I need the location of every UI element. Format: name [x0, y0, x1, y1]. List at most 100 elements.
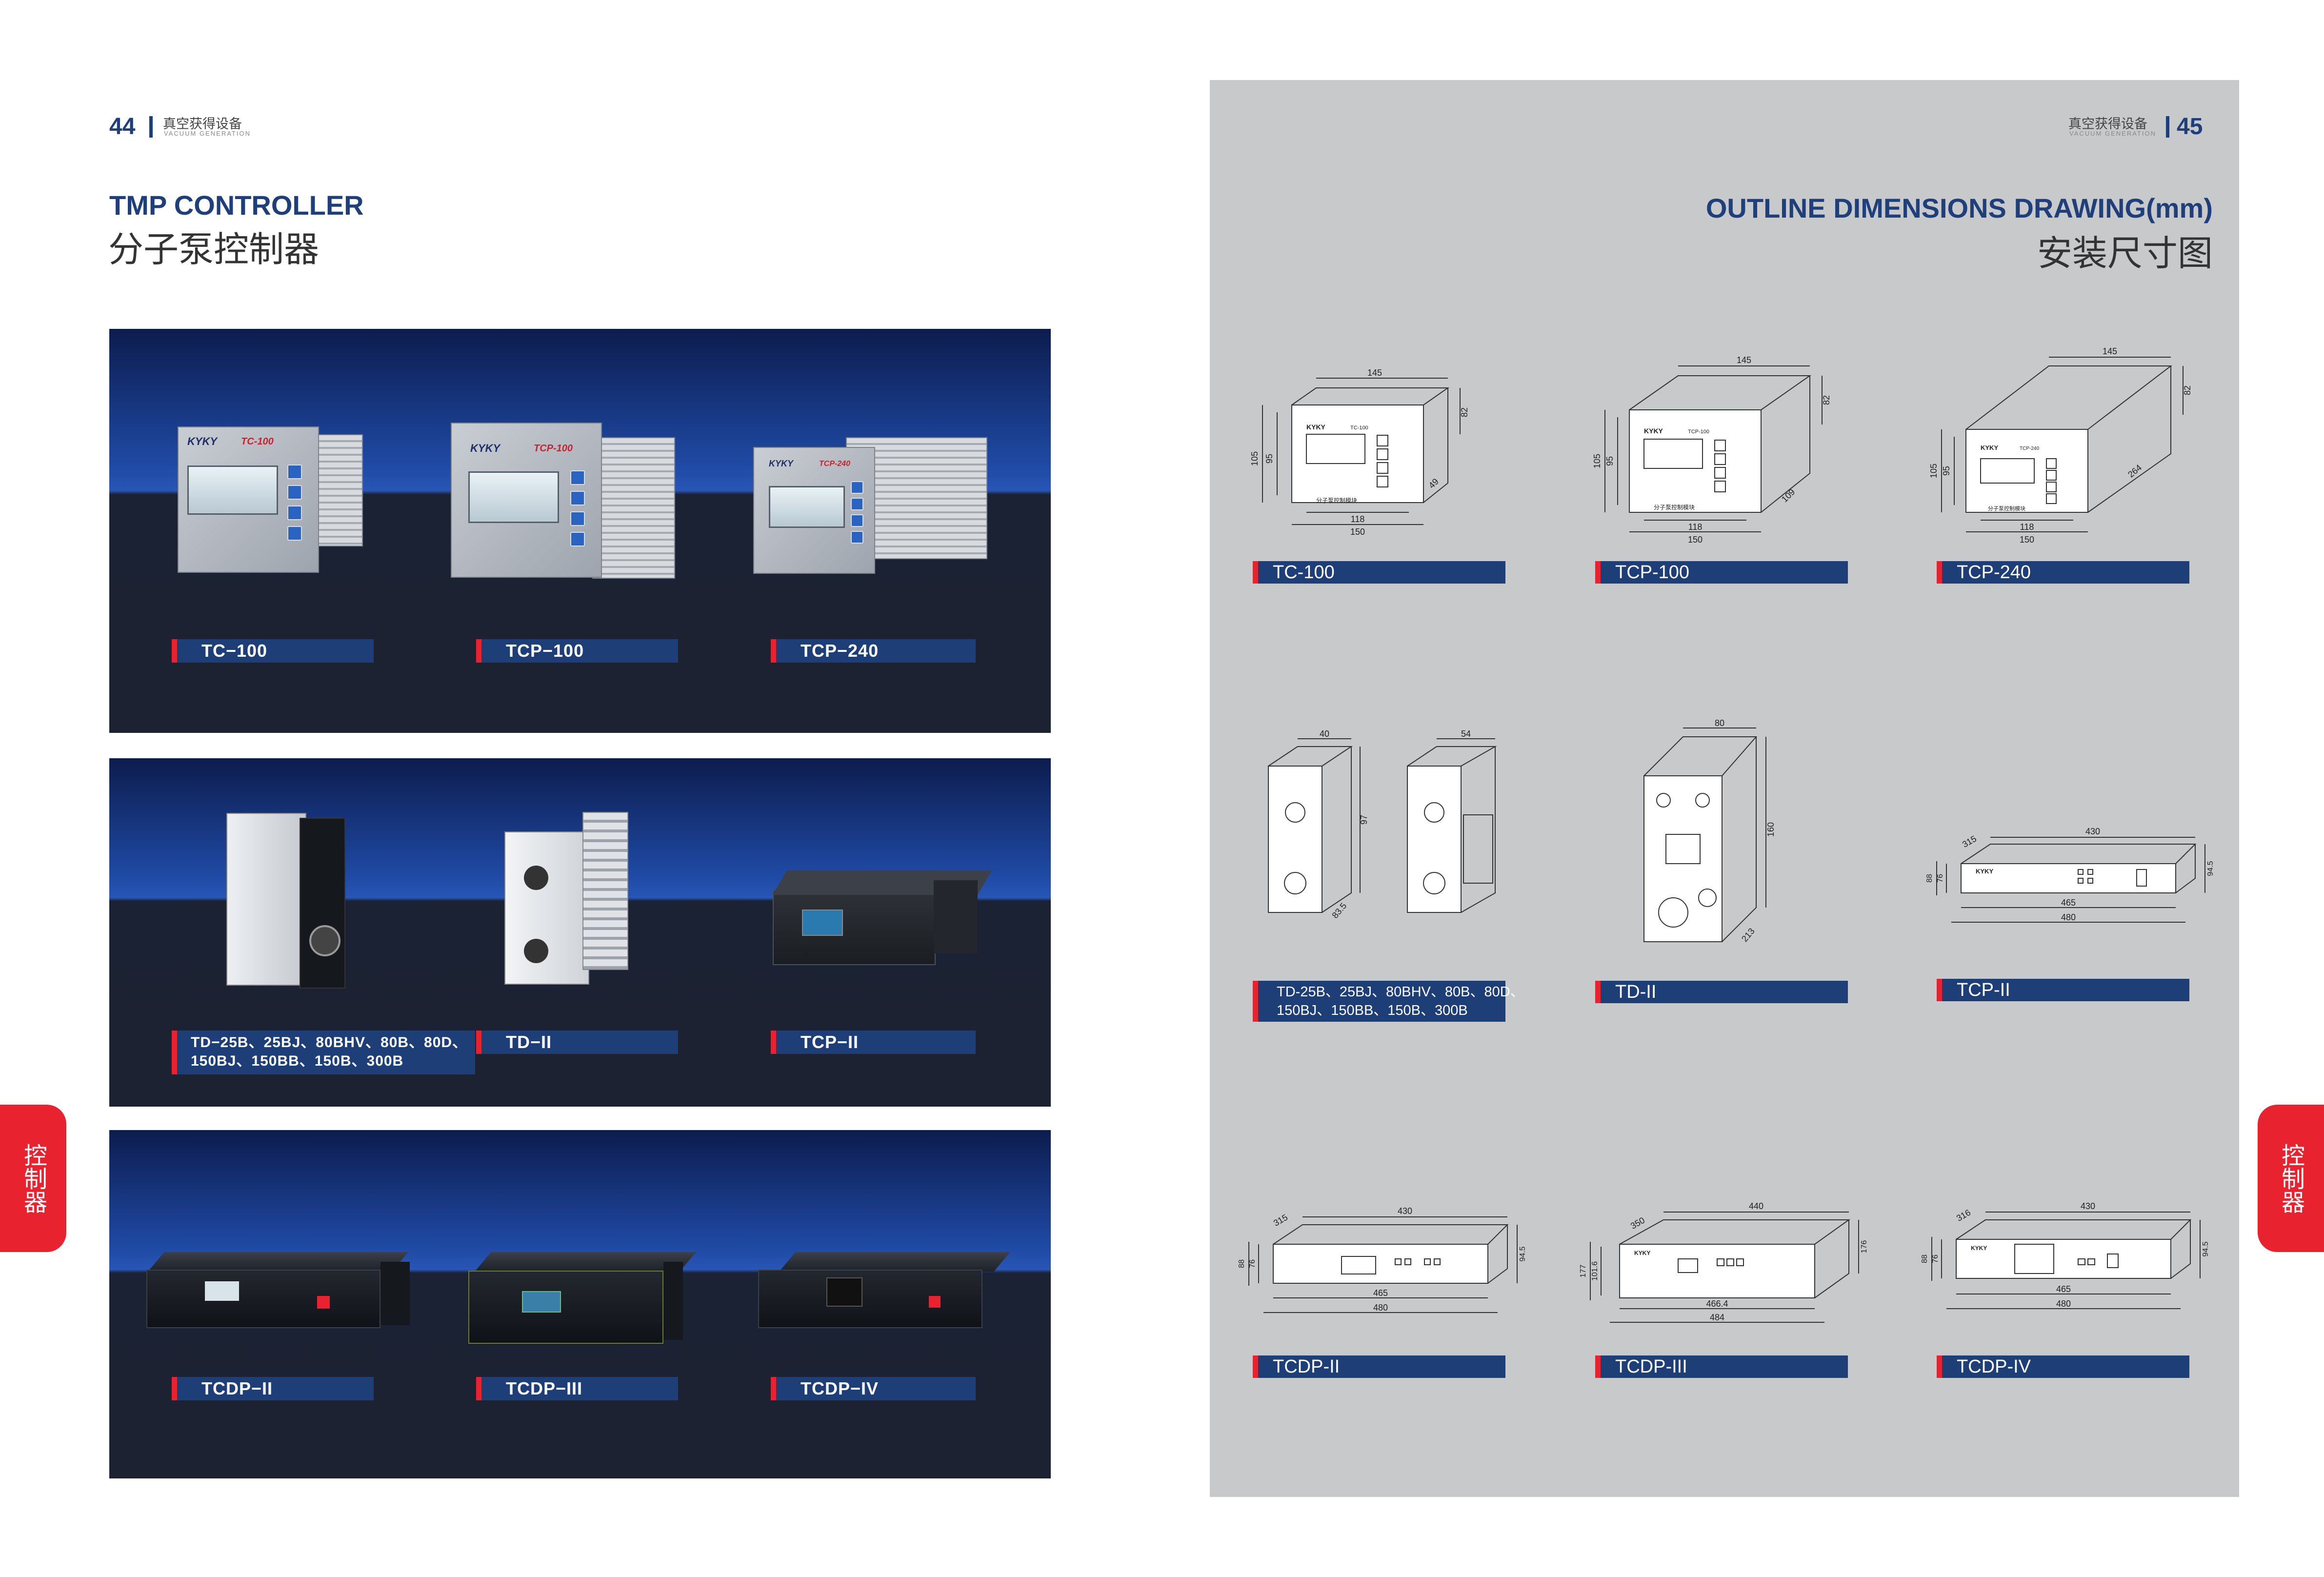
header-divider	[2166, 116, 2169, 138]
up-key-icon	[851, 498, 863, 510]
drawing-label-tcp240: TCP-240	[1937, 561, 2189, 584]
dim-depth: 316	[1955, 1208, 1972, 1223]
tcdp2-photo	[137, 1252, 410, 1335]
tc100-photo: KYKY TC-100	[178, 426, 363, 587]
drawing-label-tcdp2: TCDP-II	[1253, 1355, 1505, 1378]
brand-logo: KYKY	[769, 459, 794, 468]
header-section-cn: 真空获得设备	[2068, 117, 2147, 131]
dim-front-inner: 118	[2020, 522, 2034, 532]
drawing-caption: 分子泵控制模块	[1654, 504, 1695, 511]
drawing-caption: 分子泵控制模块	[1316, 497, 1357, 504]
dim-depth: 315	[1961, 834, 1978, 849]
dim-front-inner: 118	[1351, 514, 1365, 524]
dim-depth: 315	[1272, 1213, 1289, 1228]
photo-label-td25b: TD−25B、25BJ、80BHV、80B、80D、 150BJ、150BB、1…	[172, 1031, 475, 1074]
dim-height: 88	[1925, 874, 1934, 883]
drawing-label-td2: TD-II	[1595, 981, 1848, 1003]
photo-label-tcdp3: TCDP−III	[476, 1377, 678, 1400]
dim-height: 88	[1238, 1259, 1246, 1268]
page-title-en: OUTLINE DIMENSIONS DRAWING(mm)	[1705, 193, 2213, 223]
dim-side: 94.5	[1519, 1246, 1527, 1261]
photo-label-td25b-line1: TD−25B、25BJ、80BHV、80B、80D、	[191, 1034, 468, 1051]
dim-side: 176	[1860, 1240, 1868, 1254]
dim-depth: 82	[2183, 385, 2192, 395]
page-number: 44	[109, 114, 136, 140]
drawing-label-tcp2: TCP-II	[1937, 979, 2189, 1001]
tcp240-photo: KYKY TCP-240	[753, 437, 997, 584]
photo-panel-2: TD−25B、25BJ、80BHV、80B、80D、 150BJ、150BB、1…	[109, 758, 1051, 1107]
drawing-tc100: 145 105 95 82 49 118 150 KYKY TC-100 分子泵…	[1250, 368, 1469, 537]
dim-front: 484	[1710, 1313, 1724, 1322]
dim-width: 430	[2085, 827, 2100, 836]
photo-panel-1: KYKY TC-100 KYKY TCP-100 KYKY TCP-240 TC…	[109, 329, 1051, 733]
dim-height-inner: 76	[1931, 1254, 1940, 1263]
dim-width: 145	[2103, 346, 2117, 356]
dim-depth: 82	[1822, 395, 1831, 405]
dim-height: 105	[1592, 454, 1602, 468]
dim-width-a: 40	[1320, 729, 1329, 739]
drawing-brand: KYKY	[1976, 868, 1993, 875]
tcdp4-photo	[758, 1252, 1010, 1335]
drawing-caption: 分子泵控制模块	[1988, 505, 2025, 512]
dim-width: 440	[1749, 1201, 1763, 1211]
dim-side: 94.5	[2206, 861, 2215, 876]
drawing-label-td25b-line2: 150BJ、150BB、150B、300B	[1277, 1003, 1468, 1018]
down-key-icon	[851, 514, 863, 527]
drawing-label-tcp100: TCP-100	[1595, 561, 1848, 584]
drawing-brand: KYKY	[1306, 423, 1326, 431]
drawing-tcdp2: 430 315 88 76 94.5 465 480	[1238, 1206, 1527, 1313]
drawing-model: TC-100	[1350, 425, 1368, 431]
dim-front-inner: 465	[2056, 1284, 2071, 1294]
dim-height: 177	[1579, 1265, 1587, 1278]
power-key-icon	[851, 481, 863, 494]
dim-front-inner: 118	[1688, 522, 1703, 532]
brand-logo: KYKY	[470, 442, 501, 454]
dim-front: 150	[2020, 535, 2034, 545]
dim-side: 94.5	[2202, 1241, 2210, 1256]
up-key-icon	[570, 491, 585, 505]
dim-front-inner: 465	[2061, 898, 2076, 908]
drawing-td2: 80 160 213	[1643, 718, 1776, 944]
dim-height: 105	[1929, 464, 1939, 478]
page-number: 45	[2177, 114, 2203, 140]
dim-width: 80	[1715, 718, 1724, 728]
side-tab-left[interactable]: 控制器	[0, 1105, 66, 1252]
dim-width: 430	[2081, 1201, 2095, 1211]
photo-label-td2: TD−II	[476, 1031, 678, 1054]
dim-depth: 82	[1460, 407, 1469, 417]
dim-front-inner: 465	[1373, 1288, 1388, 1298]
photo-label-tcdp4: TCDP−IV	[771, 1377, 976, 1400]
photo-label-tcp100: TCP−100	[476, 639, 678, 663]
side-tab-right[interactable]: 控制器	[2258, 1105, 2324, 1252]
dim-depth: 350	[1629, 1215, 1646, 1231]
drawing-tcp240: 145 105 95 82 264 118 150 KYKY TCP-240 分…	[1929, 346, 2192, 545]
tcp2-photo	[773, 870, 992, 968]
photo-label-tc100: TC−100	[172, 639, 374, 663]
lcd-screen	[187, 465, 278, 515]
dim-height-inner: 76	[1936, 874, 1944, 883]
page-title-en: TMP CONTROLLER	[109, 190, 364, 221]
td2-photo	[504, 812, 631, 988]
dim-side: 49	[1427, 477, 1441, 490]
dim-front: 480	[2056, 1299, 2071, 1309]
lcd-screen	[468, 471, 559, 523]
drawing-brand: KYKY	[1644, 427, 1663, 435]
dim-height: 88	[1921, 1254, 1929, 1263]
model-mark: TCP-100	[534, 443, 573, 454]
header-section-en: VACUUM GENERATION	[164, 130, 251, 137]
drawing-tcdp4: 430 316 88 76 94.5 465 480 KYKY	[1921, 1201, 2210, 1309]
dim-height-inner: 95	[1942, 466, 1951, 476]
enter-key-icon	[570, 532, 585, 546]
photo-label-tcp240: TCP−240	[771, 639, 976, 663]
dim-width: 145	[1737, 355, 1751, 365]
down-key-icon	[287, 505, 302, 520]
drawing-model: TCP-240	[2020, 446, 2039, 451]
header-section-en: VACUUM GENERATION	[2069, 130, 2156, 137]
dim-height-inner: 95	[1605, 456, 1615, 466]
dim-front: 150	[1688, 535, 1703, 545]
dim-depth: 83.5	[1330, 901, 1348, 920]
drawing-label-tc100: TC-100	[1253, 561, 1505, 584]
tcdp3-photo	[468, 1252, 696, 1350]
enter-key-icon	[851, 531, 863, 544]
drawing-label-td25b-line1: TD-25B、25BJ、80BHV、80B、80D、	[1277, 984, 1524, 1000]
